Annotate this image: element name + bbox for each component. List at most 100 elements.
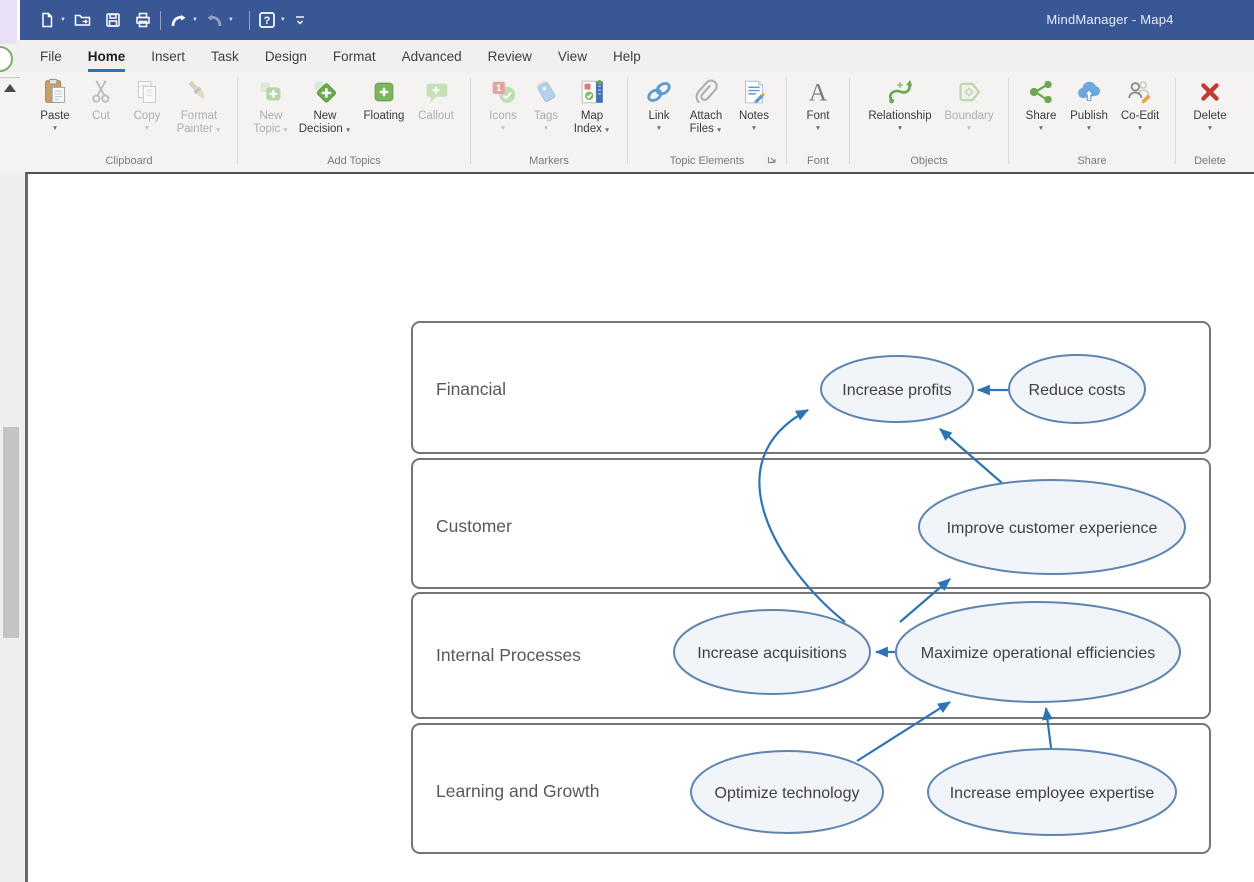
open-file-icon[interactable] (73, 7, 92, 33)
tab-insert[interactable]: Insert (151, 48, 186, 64)
tab-help[interactable]: Help (612, 48, 641, 64)
help-icon[interactable]: ? (258, 7, 276, 33)
group-label-add-topics: Add Topics (327, 155, 381, 167)
window-title: MindManager - Map4 (1046, 12, 1174, 27)
callout-button[interactable]: Callout (412, 72, 460, 123)
format-painter-button[interactable]: Format Painter▼ (171, 72, 227, 136)
link-button[interactable]: Link ▼ (638, 72, 680, 133)
help-caret-icon[interactable]: ▼ (279, 17, 286, 23)
link-icon (644, 77, 674, 107)
group-separator (470, 78, 471, 164)
svg-text:A: A (809, 78, 828, 106)
group-label-delete: Delete (1194, 155, 1226, 167)
topic-label: Improve customer experience (947, 520, 1158, 537)
dropdown-caret: ▼ (715, 127, 723, 134)
co-edit-button[interactable]: Co-Edit ▼ (1115, 72, 1165, 133)
paste-button[interactable]: Paste ▼ (31, 72, 79, 133)
lane-financial[interactable]: Financial (411, 321, 1211, 454)
map-canvas[interactable]: Financial Customer Internal Processes Le… (25, 172, 1254, 882)
topic-reduce-costs[interactable]: Reduce costs (1008, 354, 1146, 424)
scroll-up-arrow[interactable] (4, 84, 16, 92)
new-decision-button[interactable]: New Decision▼ (294, 72, 356, 136)
notes-icon (739, 77, 769, 107)
toolbar-separator (248, 10, 250, 30)
topic-increase-acquisitions[interactable]: Increase acquisitions (673, 609, 871, 695)
topic-optimize-technology[interactable]: Optimize technology (690, 750, 884, 834)
dropdown-caret: ▼ (1136, 125, 1144, 132)
delete-button[interactable]: Delete ▼ (1186, 72, 1234, 133)
copy-button[interactable]: Copy ▼ (123, 72, 171, 133)
undo-icon[interactable] (169, 7, 188, 33)
ribbon-group-clipboard: Paste ▼ Cut Copy ▼ Format Painter▼ Clipb… (28, 72, 230, 172)
tab-file[interactable]: File (40, 48, 62, 64)
new-decision-icon (310, 77, 340, 107)
vertical-scrollbar-thumb[interactable] (3, 427, 19, 638)
svg-text:1: 1 (496, 83, 501, 93)
new-topic-button[interactable]: New Topic▼ (248, 72, 294, 136)
topic-label: Maximize operational efficiencies (921, 645, 1155, 662)
topic-increase-employee-expertise[interactable]: Increase employee expertise (927, 748, 1177, 836)
lane-label: Learning and Growth (436, 781, 599, 801)
tab-task[interactable]: Task (211, 48, 239, 64)
map-index-button[interactable]: Map Index▼ (567, 72, 617, 136)
map-index-icon (577, 77, 607, 107)
relationship-button[interactable]: Relationship ▼ (860, 72, 940, 133)
dropdown-caret: ▼ (1085, 125, 1093, 132)
group-label-objects: Objects (910, 155, 948, 167)
format-painter-icon (184, 77, 214, 107)
cut-button[interactable]: Cut (79, 72, 123, 123)
undo-caret-icon[interactable]: ▼ (191, 17, 198, 23)
relationship-maximize-operational-efficiencies-to-improve-customer-experience[interactable] (899, 578, 951, 623)
redo-caret-icon[interactable]: ▼ (227, 17, 234, 23)
font-button[interactable]: A Font ▼ (797, 72, 839, 133)
tags-button[interactable]: Tags ▼ (525, 72, 567, 133)
tab-advanced[interactable]: Advanced (401, 48, 462, 64)
boundary-button[interactable]: Boundary ▼ (940, 72, 998, 133)
topic-increase-profits[interactable]: Increase profits (820, 355, 974, 423)
floating-button[interactable]: Floating (356, 72, 412, 123)
relationship-optimize-technology-to-maximize-operational-efficiencies[interactable] (856, 701, 951, 762)
print-icon[interactable] (134, 7, 152, 33)
icons-button[interactable]: 1 Icons ▼ (481, 72, 525, 133)
tab-format[interactable]: Format (332, 48, 376, 64)
dropdown-caret: ▼ (750, 125, 758, 132)
dropdown-caret: ▼ (499, 125, 507, 132)
publish-cloud-icon (1074, 77, 1104, 107)
topic-label: Reduce costs (1029, 382, 1126, 399)
topic-improve-customer-experience[interactable]: Improve customer experience (918, 479, 1186, 575)
cut-icon (86, 77, 116, 107)
save-icon[interactable] (104, 7, 122, 33)
attach-files-button[interactable]: Attach Files▼ (680, 72, 732, 136)
publish-button[interactable]: Publish ▼ (1063, 72, 1115, 133)
group-label-font: Font (806, 155, 829, 167)
relationship-increase-acquisitions-to-increase-profits[interactable] (758, 409, 846, 623)
co-edit-icon (1125, 77, 1155, 107)
dropdown-caret: ▼ (215, 127, 222, 134)
ribbon: Paste ▼ Cut Copy ▼ Format Painter▼ Clipb… (0, 72, 1254, 172)
tab-design[interactable]: Design (264, 48, 307, 64)
customize-toolbar-icon[interactable] (293, 7, 307, 33)
tab-view[interactable]: View (557, 48, 587, 64)
ribbon-group-delete: Delete ▼ Delete (1183, 72, 1237, 172)
group-separator (1008, 78, 1009, 164)
new-document-caret-icon[interactable]: ▼ (60, 17, 66, 23)
topic-maximize-operational-efficiencies[interactable]: Maximize operational efficiencies (895, 601, 1181, 703)
dropdown-caret: ▼ (344, 127, 352, 134)
dropdown-caret: ▼ (603, 127, 611, 134)
dropdown-caret: ▼ (896, 125, 904, 132)
icons-icon: 1 (488, 77, 518, 107)
tab-home[interactable]: Home (88, 40, 126, 72)
notes-button[interactable]: Notes ▼ (732, 72, 776, 133)
dialog-launcher-icon[interactable] (767, 154, 777, 167)
share-button[interactable]: Share ▼ (1019, 72, 1063, 133)
group-separator (849, 78, 850, 164)
callout-icon (421, 77, 451, 107)
lane-label: Internal Processes (436, 645, 581, 665)
redo-icon[interactable] (205, 7, 224, 33)
new-document-icon[interactable] (38, 7, 56, 33)
tab-review[interactable]: Review (487, 48, 532, 64)
toolbar-separator (159, 10, 161, 30)
floating-topic-icon (369, 77, 399, 107)
relationship-improve-customer-experience-to-increase-profits[interactable] (939, 428, 1003, 484)
relationship-increase-employee-expertise-to-maximize-operational-efficiencies[interactable] (1042, 706, 1053, 749)
